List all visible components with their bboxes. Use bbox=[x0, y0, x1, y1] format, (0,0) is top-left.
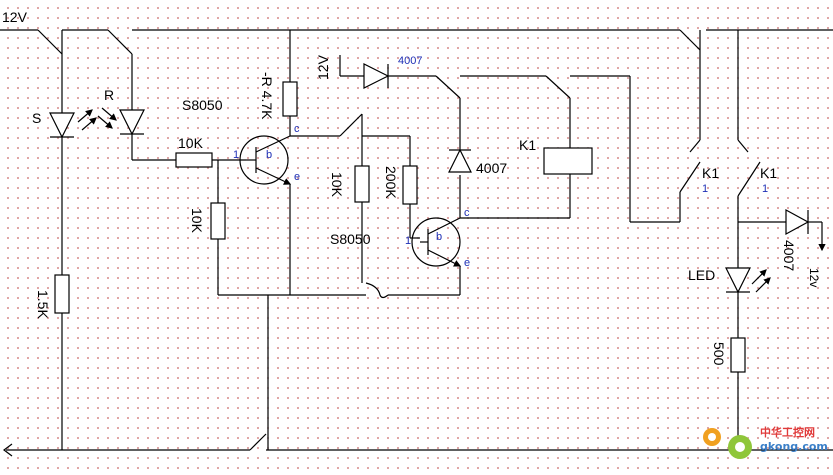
watermark-logo: 中华工控网 gkong.com bbox=[703, 425, 828, 459]
resistor-1-5k bbox=[54, 274, 70, 314]
watermark-cn: 中华工控网 bbox=[760, 425, 815, 439]
label-t1-part: S8050 bbox=[182, 97, 223, 113]
photo-emitter-s bbox=[49, 30, 97, 275]
label-photo-r: R bbox=[104, 87, 114, 103]
watermark-url: gkong.com bbox=[760, 440, 828, 453]
transistor-t2 bbox=[411, 217, 462, 267]
label-r-1-5k: 1.5K bbox=[35, 290, 51, 319]
label-contact-b: K1 bbox=[760, 165, 777, 181]
resistor-10k-t2 bbox=[354, 165, 370, 203]
t2-collector-label: c bbox=[464, 207, 470, 219]
label-led: LED bbox=[688, 267, 715, 283]
resistor-10k-base bbox=[175, 152, 213, 168]
resistor-10k-pulldown bbox=[210, 202, 226, 240]
contact-a-pin: 1 bbox=[702, 183, 708, 195]
diode-output bbox=[785, 208, 810, 236]
label-12v-out: 12v bbox=[807, 268, 821, 287]
label-r-10k-h: 10K bbox=[178, 135, 204, 151]
label-d-out: 4007 bbox=[781, 240, 797, 271]
label-relay: K1 bbox=[519, 137, 536, 153]
resistor-500 bbox=[730, 337, 746, 373]
contact-b-pin: 1 bbox=[762, 183, 768, 195]
label-12v-top: 12V bbox=[2, 9, 28, 25]
t2-pin-number: 1 bbox=[405, 235, 411, 247]
photo-receiver-r bbox=[97, 54, 176, 161]
t2-base-label: b bbox=[436, 231, 442, 243]
t1-collector-label: c bbox=[294, 123, 300, 135]
t1-base-label: b bbox=[266, 149, 272, 161]
t1-emitter-label: e bbox=[294, 171, 300, 183]
diode-top bbox=[363, 63, 390, 89]
top-supply-rail bbox=[0, 29, 833, 55]
label-photo-s: S bbox=[32, 110, 41, 126]
resistor-4-7k bbox=[282, 81, 298, 117]
label-r-10k-v2: 10K bbox=[329, 172, 345, 198]
label-d-flyback: 4007 bbox=[476, 160, 507, 176]
label-r-500: 500 bbox=[711, 342, 727, 366]
label-12v-diode: 12V bbox=[315, 54, 331, 80]
led-indicator bbox=[725, 267, 771, 294]
resistor-200k bbox=[402, 165, 418, 205]
t1-pin-number: 1 bbox=[233, 149, 239, 161]
label-r-200k: 200K bbox=[383, 166, 399, 199]
diode-flyback bbox=[448, 98, 472, 173]
relay-coil-k1 bbox=[543, 147, 593, 175]
label-r-10k-v1: 10K bbox=[189, 208, 205, 234]
t2-emitter-label: e bbox=[464, 257, 470, 269]
transistor-t1 bbox=[239, 135, 292, 185]
label-d-top: 4007 bbox=[398, 55, 422, 67]
label-contact-a: K1 bbox=[702, 165, 719, 181]
label-r-4-7k: -R 4.7K bbox=[259, 72, 275, 120]
label-t2-part: S8050 bbox=[330, 231, 371, 247]
